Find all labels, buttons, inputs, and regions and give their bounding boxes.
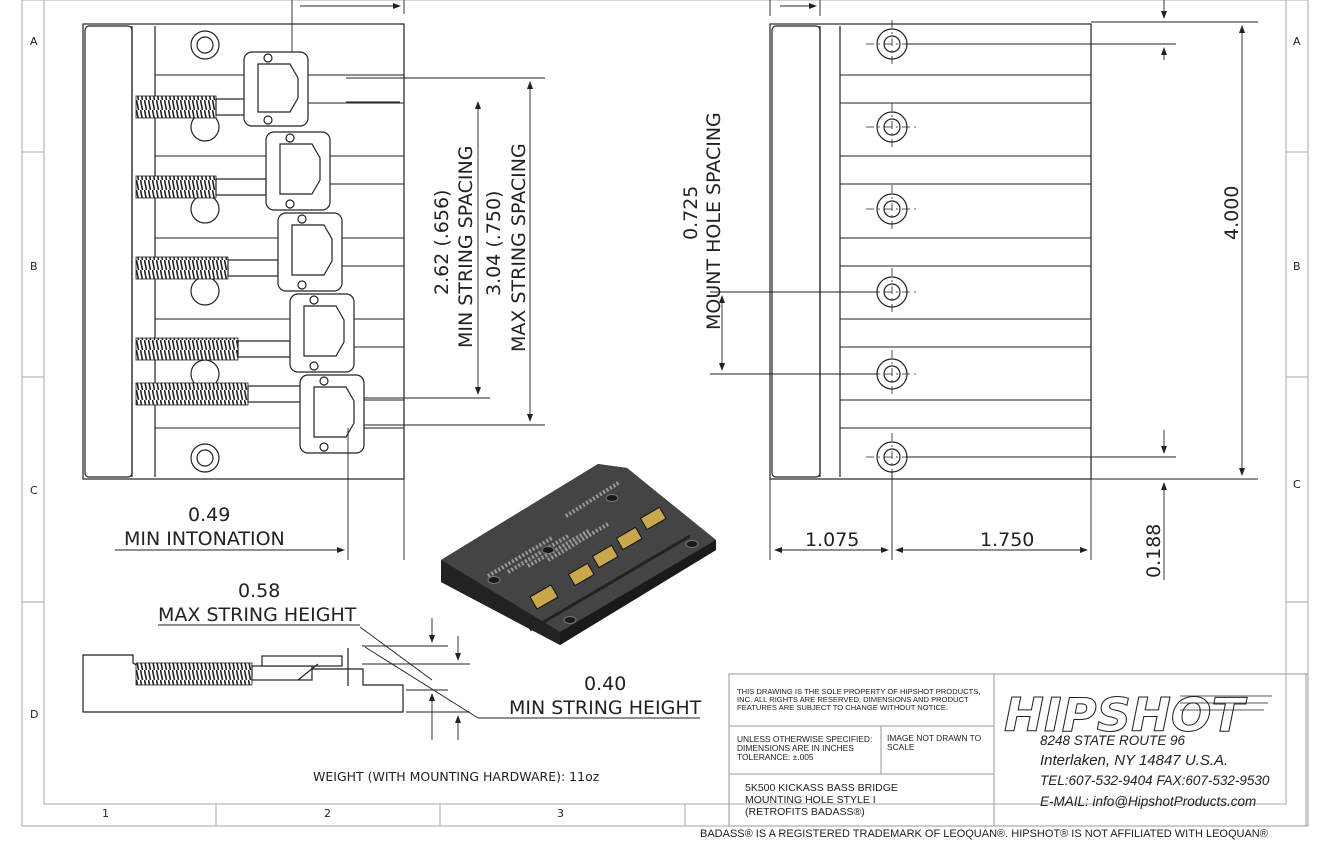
row-label-b-left: B (30, 260, 38, 273)
retrofit-note: (RETROFITS BADASS®) (745, 806, 865, 818)
intonation-springs (135, 95, 249, 406)
mount-holes-top (190, 30, 220, 473)
saddle-3 (277, 212, 343, 292)
intonation-screws (215, 98, 303, 403)
mounting-style: MOUNTING HOLE STYLE I (745, 794, 876, 806)
row-label-a-right: A (1293, 35, 1301, 48)
min-string-spacing-label: MIN STRING SPACING (455, 146, 477, 348)
weight-note: WEIGHT (WITH MOUNTING HARDWARE): 11oz (313, 769, 600, 784)
min-intonation-label: MIN INTONATION (124, 528, 285, 550)
row-label-c-left: C (30, 484, 38, 497)
max-string-spacing-value: 3.04 (.750) (483, 191, 505, 296)
bottom-offset-dim: 0.188 (1143, 524, 1165, 578)
max-string-spacing-label: MAX STRING SPACING (508, 143, 530, 352)
min-string-spacing-value: 2.62 (.656) (431, 190, 453, 295)
col-label-1: 1 (102, 807, 109, 820)
title-block (728, 673, 1309, 827)
bottom-view (769, 20, 1092, 481)
min-intonation-value: 0.49 (188, 504, 230, 526)
sheet-frame (21, 0, 1309, 827)
render-springs (486, 480, 622, 578)
side-view-dimensions (158, 618, 700, 740)
grid-labels: A B C D A B C 1 2 3 (30, 35, 1301, 820)
mount-hole-spacing-value: 0.725 (680, 186, 702, 240)
hipshot-logo: HIPSHOT (1004, 688, 1272, 743)
side-view (82, 648, 404, 713)
left-offset-dim: 1.075 (805, 529, 859, 551)
top-view-dimensions (115, 0, 545, 560)
min-string-height-label: MIN STRING HEIGHT (509, 697, 702, 719)
property-notice: THIS DRAWING IS THE SOLE PROPERTY OF HIP… (737, 687, 981, 712)
col-label-2: 2 (324, 807, 331, 820)
address-line-1: 8248 STATE ROUTE 96 (1040, 733, 1186, 748)
row-label-a-left: A (30, 35, 38, 48)
max-string-height-value: 0.58 (238, 580, 280, 602)
saddle-2 (265, 131, 331, 211)
col-label-3: 3 (557, 807, 564, 820)
trademark-footer: BADASS® IS A REGISTERED TRADEMARK OF LEO… (700, 828, 1268, 840)
bottom-rails (840, 74, 1091, 429)
bottom-view-dimensions (710, 0, 1258, 580)
bottom-view-dimension-text: 0.725 MOUNT HOLE SPACING 4.000 1.075 1.7… (680, 112, 1243, 578)
mount-hole-spacing-label: MOUNT HOLE SPACING (703, 112, 725, 330)
max-string-height-label: MAX STRING HEIGHT (158, 604, 357, 626)
saddle-4 (289, 293, 355, 373)
overall-height-dim: 4.000 (1221, 186, 1243, 240)
hipshot-logo-text: HIPSHOT (1004, 688, 1248, 742)
scale-note: IMAGE NOT DRAWN TO SCALE (887, 733, 982, 752)
top-view (82, 23, 405, 480)
email-address: E-MAIL: info@HipshotProducts.com (1040, 794, 1257, 809)
part-name: 5K500 KICKASS BASS BRIDGE (745, 782, 898, 794)
side-view-dimension-text: 0.58 MAX STRING HEIGHT 0.40 MIN STRING H… (158, 580, 702, 719)
row-label-b-right: B (1293, 260, 1301, 273)
address-line-2: Interlaken, NY 14847 U.S.A. (1040, 752, 1229, 769)
row-label-c-right: C (1293, 478, 1301, 491)
top-view-dimension-text: 0.49 MIN INTONATION 2.62 (.656) MIN STRI… (124, 143, 530, 550)
saddles (243, 51, 365, 454)
right-offset-dim: 1.750 (980, 529, 1034, 551)
render-saddles (529, 506, 667, 610)
bridge-render (441, 464, 716, 645)
units-note: UNLESS OTHERWISE SPECIFIED: DIMENSIONS A… (737, 734, 873, 762)
phone-fax: TEL:607-532-9404 FAX:607-532-9530 (1040, 773, 1270, 788)
saddle-1 (243, 51, 309, 127)
row-label-d-left: D (30, 708, 38, 721)
min-string-height-value: 0.40 (584, 673, 626, 695)
saddle-5 (299, 374, 365, 454)
